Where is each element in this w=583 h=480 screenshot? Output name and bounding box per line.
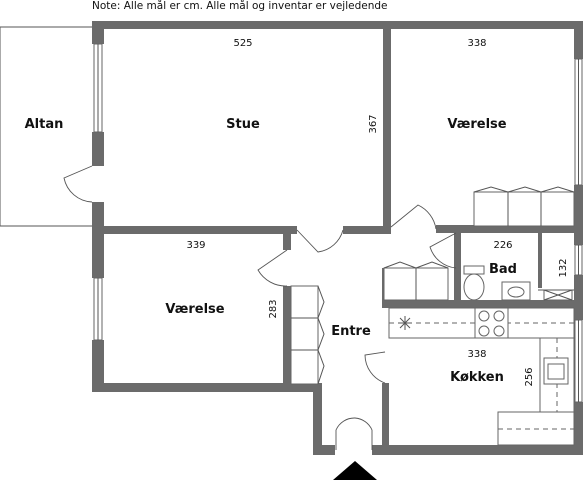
dim-bad-small: 132 bbox=[558, 258, 569, 277]
room-label-altan: Altan bbox=[25, 117, 64, 132]
dim-vaerelse-left-height: 283 bbox=[268, 299, 279, 318]
room-label-entre: Entre bbox=[331, 324, 371, 339]
fixtures bbox=[290, 186, 575, 446]
dim-vaerelse-top-width: 338 bbox=[467, 38, 486, 49]
walls bbox=[92, 21, 583, 455]
dim-stue-width: 525 bbox=[233, 38, 252, 49]
room-label-koekken: Køkken bbox=[450, 370, 504, 385]
dim-koekken-height: 256 bbox=[524, 367, 535, 386]
doors bbox=[63, 165, 457, 450]
dim-bad-width: 226 bbox=[493, 240, 512, 251]
dim-koekken-width: 338 bbox=[467, 349, 486, 360]
dim-stue-height: 367 bbox=[368, 114, 379, 133]
room-label-bad: Bad bbox=[489, 262, 517, 277]
room-label-stue: Stue bbox=[226, 117, 260, 132]
plan-note: Note: Alle mål er cm. Alle mål og invent… bbox=[92, 0, 388, 12]
room-label-vaerelse-left: Værelse bbox=[165, 302, 224, 317]
dim-vaerelse-left-width: 339 bbox=[186, 240, 205, 251]
room-label-vaerelse-top: Værelse bbox=[447, 117, 506, 132]
windows bbox=[93, 43, 583, 403]
balcony bbox=[0, 26, 92, 227]
entrance-arrow-icon bbox=[333, 461, 377, 480]
